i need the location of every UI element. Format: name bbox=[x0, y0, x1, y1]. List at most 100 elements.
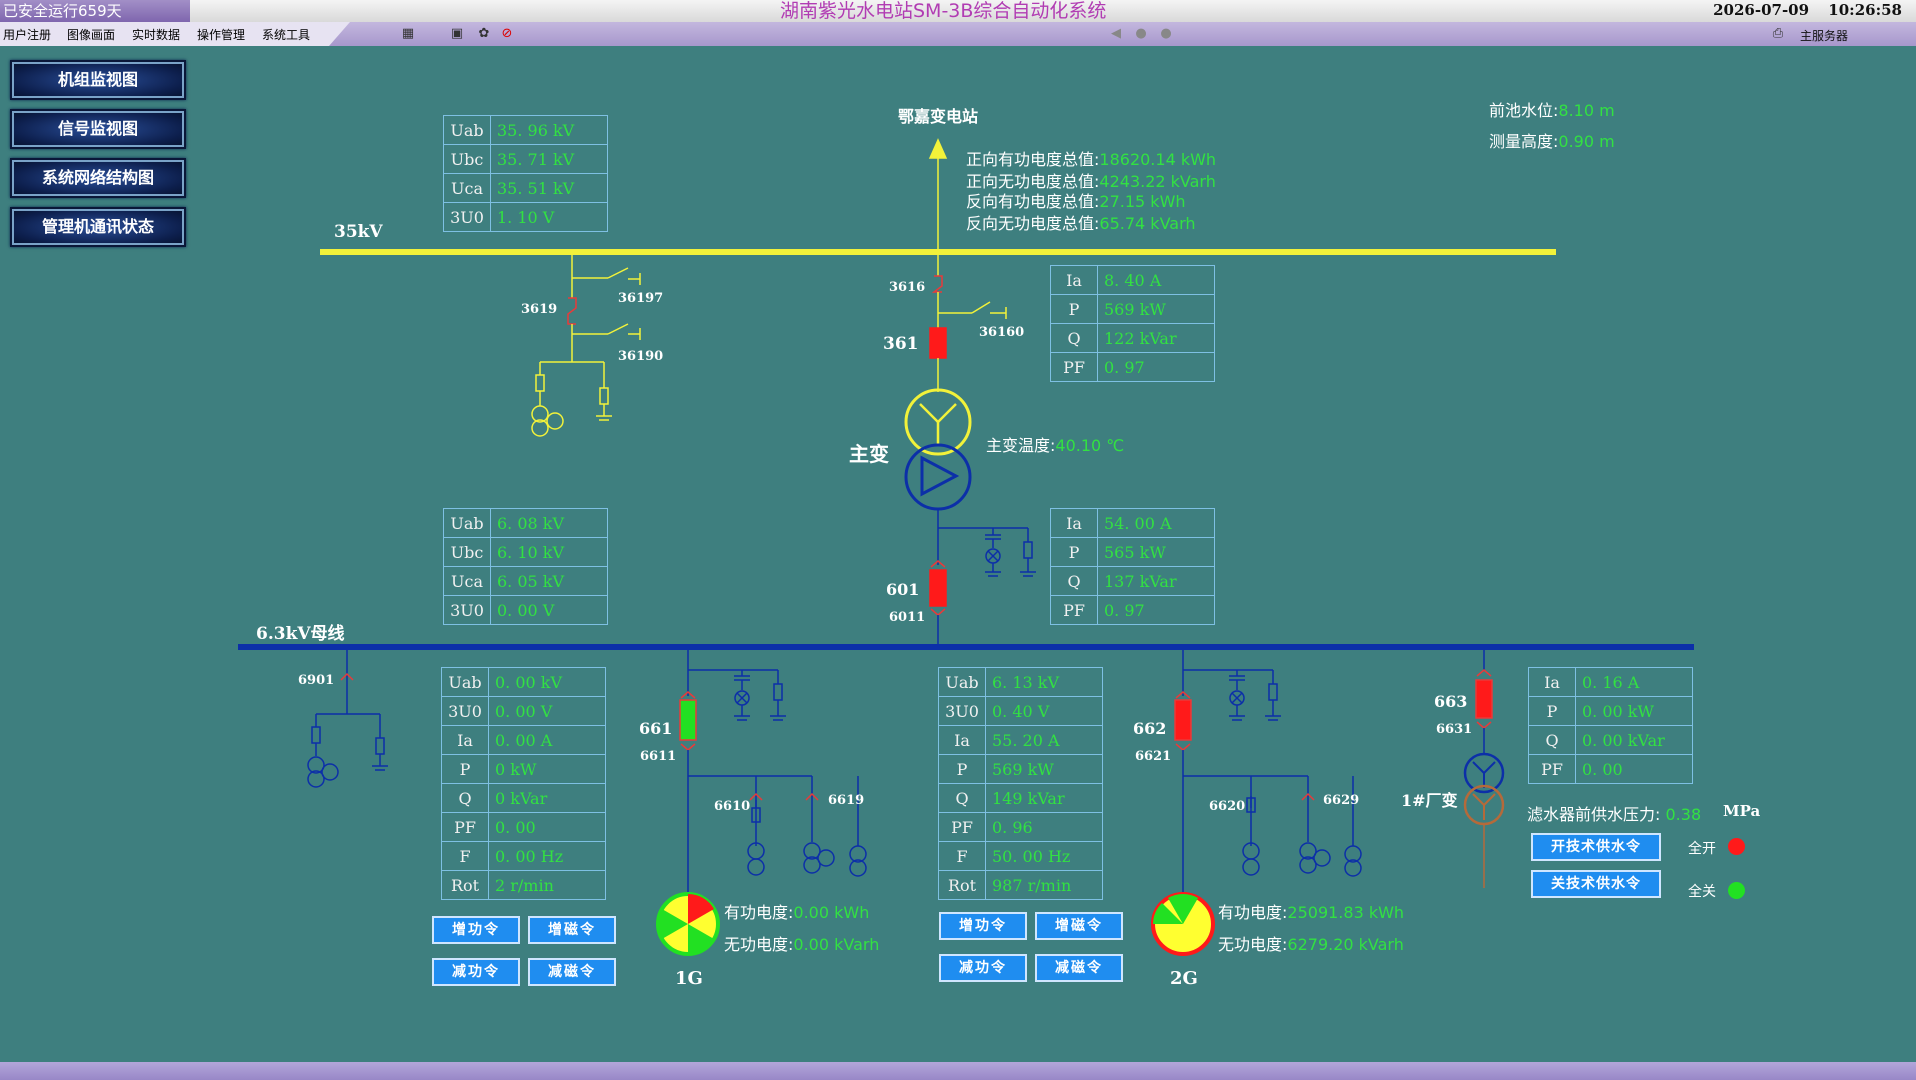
factory-branch bbox=[1463, 650, 1505, 794]
bus-6-3kv-label: 6.3kV母线 bbox=[256, 624, 345, 644]
table-key: PF bbox=[1050, 352, 1098, 382]
switch-6621-label: 6621 bbox=[1135, 749, 1172, 764]
table-value: 6. 13 kV bbox=[985, 667, 1103, 697]
water-pressure-unit: MPa bbox=[1723, 802, 1761, 820]
stop-icon[interactable]: ⊘ bbox=[501, 26, 513, 41]
table-key: Q bbox=[1528, 725, 1576, 755]
table-value: 35. 96 kV bbox=[490, 115, 608, 145]
energy-row: 正向无功电度总值:4243.22 kVarh bbox=[966, 168, 1216, 192]
table-key: Q bbox=[441, 783, 489, 813]
app-title: 湖南紫光水电站SM-3B综合自动化系统 bbox=[780, 0, 1107, 22]
menu-operation[interactable]: 操作管理 bbox=[197, 28, 246, 42]
speaker-icon[interactable]: ◀ bbox=[1111, 26, 1121, 41]
table-key: P bbox=[1050, 294, 1098, 324]
gen1-branch bbox=[679, 650, 867, 894]
gen2-active-energy-label: 有功电度: bbox=[1218, 903, 1288, 922]
energy-label: 正向无功电度总值: bbox=[966, 172, 1100, 191]
gen1-increase-excitation-button[interactable]: 增磁令 bbox=[528, 916, 616, 944]
table-value: 987 r/min bbox=[985, 870, 1103, 900]
table-value: 1. 10 V bbox=[490, 202, 608, 232]
gen1-decrease-power-button[interactable]: 减功令 bbox=[432, 958, 520, 986]
nav-network-structure-button[interactable]: 系统网络结构图 bbox=[10, 158, 186, 198]
breaker-662-label: 662 bbox=[1133, 719, 1167, 738]
gen1-label: 1G bbox=[675, 968, 703, 989]
datetime: 2026-07-09 10:26:58 bbox=[1713, 1, 1902, 19]
table-key: Q bbox=[1050, 323, 1098, 353]
menu-tools[interactable]: 系统工具 bbox=[262, 28, 311, 42]
gen1-reactive-energy: 无功电度:0.00 kVarh bbox=[724, 931, 879, 955]
fully-closed-indicator bbox=[1728, 882, 1745, 899]
calculator-icon[interactable]: ▦ bbox=[401, 26, 415, 41]
nav-comm-status-button[interactable]: 管理机通讯状态 bbox=[10, 207, 186, 247]
close-cooling-water-button[interactable]: 关技术供水令 bbox=[1531, 870, 1661, 898]
table-key: Uab bbox=[443, 508, 491, 538]
main-transformer-label: 主变 bbox=[849, 442, 889, 466]
table-value: 137 kVar bbox=[1097, 566, 1215, 596]
table-value: 50. 00 Hz bbox=[985, 841, 1103, 871]
transformer-temp: 主变温度:40.10 ℃ bbox=[986, 432, 1124, 456]
table-key: 3U0 bbox=[938, 696, 986, 726]
table-key: F bbox=[938, 841, 986, 871]
camera-icon[interactable]: ▣ bbox=[450, 26, 464, 41]
gen1-decrease-excitation-button[interactable]: 减磁令 bbox=[528, 958, 616, 986]
table-key: Uca bbox=[443, 173, 491, 203]
energy-value: 65.74 kVarh bbox=[1099, 214, 1196, 233]
table-value: 55. 20 A bbox=[985, 725, 1103, 755]
gen2-increase-excitation-button[interactable]: 增磁令 bbox=[1035, 912, 1123, 940]
table-value: 0 kW bbox=[488, 754, 606, 784]
table-key: PF bbox=[441, 812, 489, 842]
gen2-increase-power-button[interactable]: 增功令 bbox=[939, 912, 1027, 940]
pt-branch-6901 bbox=[307, 650, 388, 788]
table-value: 0. 96 bbox=[985, 812, 1103, 842]
gen2-reactive-energy-value: 6279.20 kVarh bbox=[1287, 935, 1404, 954]
gen1-increase-power-button[interactable]: 增功令 bbox=[432, 916, 520, 944]
energy-label: 反向无功电度总值: bbox=[966, 214, 1100, 233]
table-key: Ubc bbox=[443, 537, 491, 567]
gen1-reactive-energy-value: 0.00 kVarh bbox=[793, 935, 880, 954]
gear-icon[interactable]: ● bbox=[1135, 26, 1147, 41]
energy-row: 反向无功电度总值:65.74 kVarh bbox=[966, 210, 1196, 234]
switch-6611-label: 6611 bbox=[640, 749, 677, 764]
menu-realtime-data[interactable]: 实时数据 bbox=[132, 28, 181, 42]
menu-screens[interactable]: 图像画面 bbox=[67, 28, 116, 42]
energy-label: 反向有功电度总值: bbox=[966, 192, 1100, 211]
table-key: 3U0 bbox=[443, 595, 491, 625]
table-key: P bbox=[1050, 537, 1098, 567]
breaker-601-label: 601 bbox=[886, 580, 920, 599]
date: 2026-07-09 bbox=[1713, 1, 1810, 19]
gen2-decrease-excitation-button[interactable]: 减磁令 bbox=[1035, 954, 1123, 982]
menu-bar: 用户注册 图像画面 实时数据 操作管理 系统工具 ▦ ▣ ✿ ⊘ ◀ ● ● ⎙… bbox=[0, 22, 1916, 46]
gear-icon[interactable]: ● bbox=[1160, 26, 1172, 41]
time: 10:26:58 bbox=[1828, 1, 1902, 19]
table-value: 149 kVar bbox=[985, 783, 1103, 813]
breaker-661-label: 661 bbox=[639, 719, 673, 738]
table-value: 0 kVar bbox=[488, 783, 606, 813]
table-key: Rot bbox=[441, 870, 489, 900]
forebay-level-value: 8.10 m bbox=[1558, 101, 1615, 120]
safe-run-days: 已安全运行659天 bbox=[0, 0, 190, 22]
nav-signal-monitor-button[interactable]: 信号监视图 bbox=[10, 109, 186, 149]
switch-6619-label: 6619 bbox=[828, 793, 865, 808]
gear-icon[interactable]: ✿ bbox=[478, 26, 490, 41]
nav-unit-monitor-button[interactable]: 机组监视图 bbox=[10, 60, 186, 100]
table-value: 54. 00 A bbox=[1097, 508, 1215, 538]
open-cooling-water-button[interactable]: 开技术供水令 bbox=[1531, 833, 1661, 861]
table-value: 8. 40 A bbox=[1097, 265, 1215, 295]
gen2-decrease-power-button[interactable]: 减功令 bbox=[939, 954, 1027, 982]
menu-left bbox=[0, 22, 350, 46]
gen2-active-energy: 有功电度:25091.83 kWh bbox=[1218, 899, 1404, 923]
table-key: 3U0 bbox=[441, 696, 489, 726]
switch-3619-label: 3619 bbox=[521, 302, 558, 317]
switch-6629-label: 6629 bbox=[1323, 793, 1360, 808]
menu-user-register[interactable]: 用户注册 bbox=[3, 28, 52, 42]
printer-icon[interactable]: ⎙ bbox=[1772, 26, 1784, 41]
table-key: Rot bbox=[938, 870, 986, 900]
table-value: 0. 00 bbox=[488, 812, 606, 842]
table-value: 35. 71 kV bbox=[490, 144, 608, 174]
table-key: Ubc bbox=[443, 144, 491, 174]
